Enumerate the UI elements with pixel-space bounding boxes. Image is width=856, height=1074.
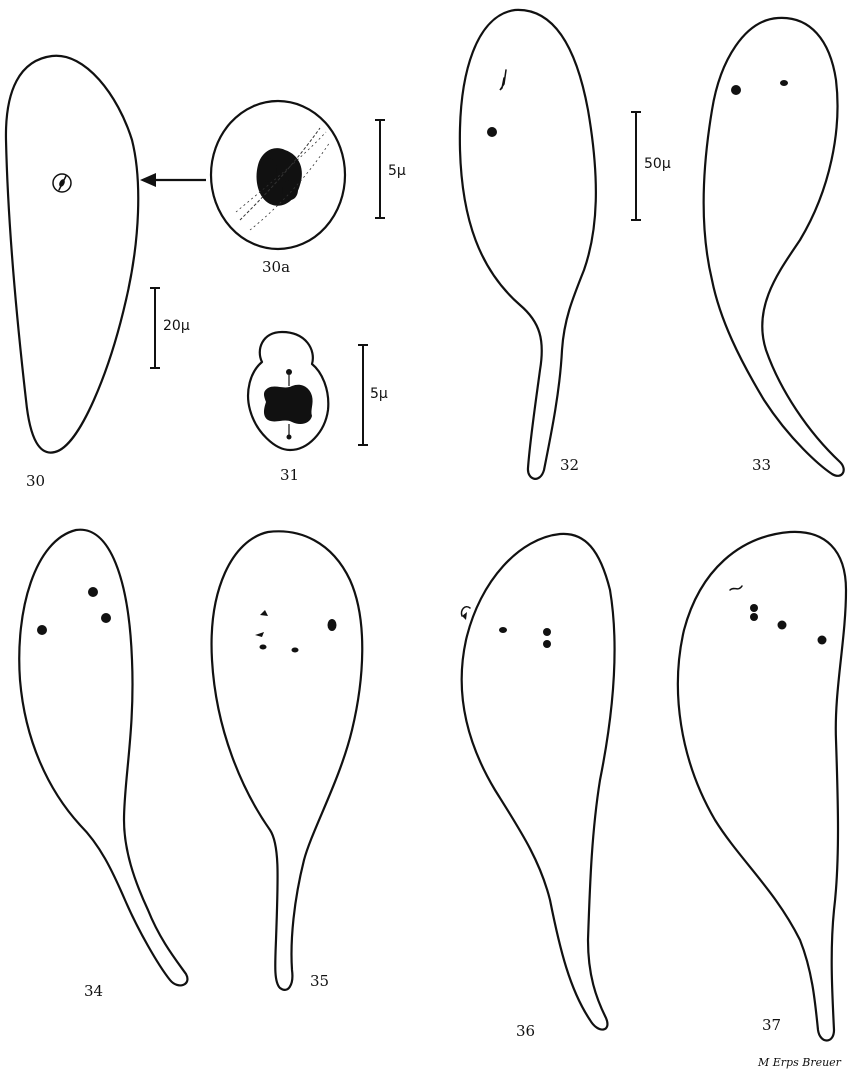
- nucleus-36-c: [543, 628, 551, 636]
- scale-bar-32-label: 50µ: [644, 156, 671, 172]
- figure-33: 33: [704, 18, 844, 476]
- cell-outline-37: [678, 532, 846, 1041]
- chromosome-plate-31: [264, 369, 313, 440]
- scale-bar-32: 50µ: [631, 112, 671, 220]
- figure-32: 50µ 32: [460, 10, 671, 479]
- artist-signature: M Erps Breuer: [757, 1056, 842, 1069]
- chromosome-mass-30a: [236, 128, 330, 230]
- figure-label-30a: 30a: [262, 258, 290, 276]
- nucleus-33-b: [780, 80, 788, 86]
- nucleus-34-a: [37, 625, 47, 635]
- nucleus-37-d: [818, 636, 827, 645]
- nucleus-36-b: [499, 627, 507, 633]
- nucleus-33-a: [731, 85, 741, 95]
- nucleus-35-a: [260, 610, 268, 616]
- figure-label-31: 31: [280, 466, 299, 484]
- nucleus-35-d: [292, 648, 299, 653]
- nucleus-36-d: [543, 640, 551, 648]
- figure-label-35: 35: [310, 972, 329, 990]
- figure-label-34: 34: [84, 982, 103, 1000]
- cell-outline-30: [6, 56, 138, 453]
- scale-bar-31: 5µ: [358, 345, 388, 445]
- scale-bar-30: 20µ: [150, 288, 190, 368]
- figure-34: 34: [19, 530, 187, 1000]
- scale-bar-31-label: 5µ: [370, 386, 388, 402]
- cell-outline-35: [212, 531, 363, 990]
- cell-outline-36: [462, 534, 615, 1030]
- scale-bar-30-label: 20µ: [163, 318, 190, 334]
- nucleus-37-a: [750, 604, 758, 612]
- fiber-37: [730, 586, 742, 590]
- figure-label-37: 37: [762, 1016, 781, 1034]
- nucleus-34-c: [101, 613, 111, 623]
- nucleus-35-e: [328, 619, 337, 631]
- figure-label-33: 33: [752, 456, 771, 474]
- fiber-32: [500, 70, 506, 90]
- figure-35: 35: [212, 531, 363, 990]
- scale-bar-30a-label: 5µ: [388, 163, 406, 179]
- figure-label-32: 32: [560, 456, 579, 474]
- figure-30a: 5µ 30a: [211, 101, 406, 276]
- figure-30: 20µ 30: [6, 56, 206, 490]
- scale-bar-30a: 5µ: [375, 120, 406, 218]
- nucleus-37-c: [778, 621, 787, 630]
- figure-31: 5µ 31: [248, 332, 388, 484]
- figure-label-36: 36: [516, 1022, 535, 1040]
- figure-label-30: 30: [26, 472, 45, 490]
- nucleus-30: [53, 174, 71, 192]
- cell-outline-34: [19, 530, 187, 986]
- figure-36: 36: [462, 534, 615, 1040]
- arrow-to-30a: [140, 173, 206, 187]
- nucleus-32: [487, 127, 497, 137]
- nucleus-35-c: [260, 645, 267, 650]
- cell-outline-32: [460, 10, 596, 479]
- nucleus-35-b: [255, 632, 264, 637]
- nucleus-37-b: [750, 613, 758, 621]
- cell-outline-33: [704, 18, 844, 476]
- nucleus-34-b: [88, 587, 98, 597]
- figure-37: 37: [678, 532, 846, 1041]
